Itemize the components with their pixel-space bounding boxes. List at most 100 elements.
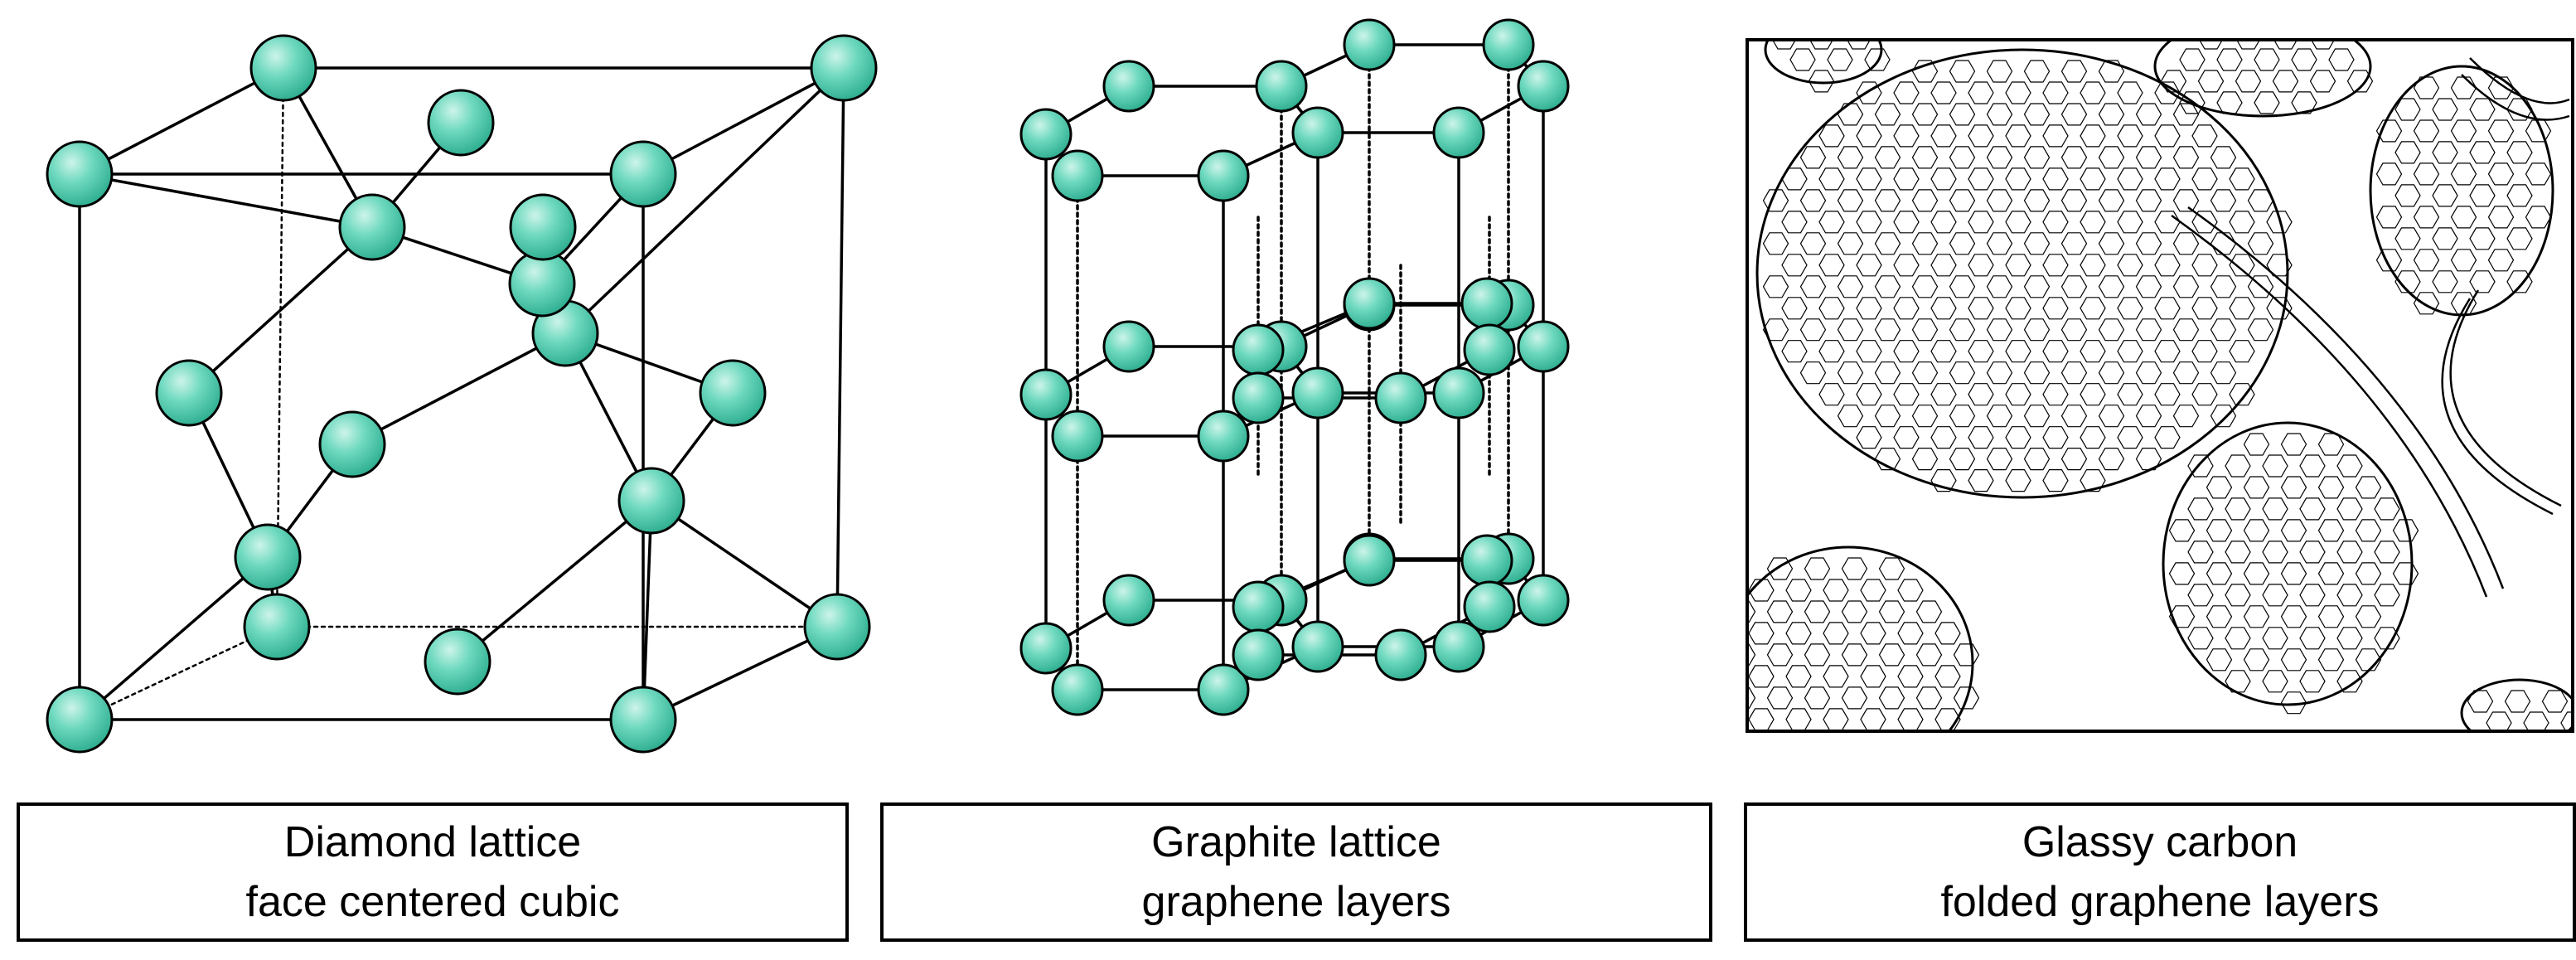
hexagon-cell [2206,476,2233,499]
hexagon-cell [1878,643,1905,667]
hexagon-cell [1856,340,1882,363]
carbon-atom [1197,663,1250,716]
carbon-atom [1051,410,1104,463]
hexagon-cell [2469,141,2496,164]
carbon-atom [1051,663,1104,716]
hexagon-cell [2450,76,2477,99]
hexagon-cell [1747,600,1756,623]
hexagon-cell [1818,340,1845,363]
hexagon-cell [2487,162,2515,186]
carbon-atom [1432,366,1485,419]
hexagon-cell [2229,383,2255,406]
hexagon-cell [2154,426,2181,449]
hexagon-cell [1837,275,1864,298]
hexagon-cell [2392,519,2419,542]
hexagon-cell [1949,103,1976,126]
hexagon-cell [2336,627,2363,650]
carbon-atom [1232,323,1285,376]
hexagon-cell [2187,584,2214,607]
carbon-atom [810,34,878,102]
hexagon-cell [2299,584,2326,607]
hexagon-cell [1837,189,1864,212]
hexagon-cell [2080,297,2106,320]
hexagon-cell [2154,383,2181,406]
hexagon-cell [2374,627,2400,650]
hexagon-cell [2375,162,2403,186]
hexagon-cell [2243,476,2270,499]
hexagon-cell [2229,297,2255,320]
hexagon-cell [2235,40,2261,50]
hexagon-cell [2432,98,2458,121]
hexagon-cell [1986,103,2013,126]
hexagon-cell [2280,519,2307,542]
hexagon-cell [2469,270,2496,293]
hexagon-cell [2374,497,2400,521]
hexagon-cell [1837,232,1864,255]
hexagon-cell [1874,405,1901,428]
hexagon-cell [1860,579,1886,602]
hexagon-cell [2168,605,2196,628]
hexagon-cell [2206,519,2233,542]
hexagon-cell [1766,557,1794,580]
hexagon-cell [2225,541,2251,564]
hexagon-cell [1799,361,1827,385]
hexagon-cell [1860,708,1886,731]
hexagon-cell [1915,643,1943,667]
hexagon-cell [2280,691,2307,715]
hexagon-cell [1911,189,1939,212]
hexagon-cell [1986,318,2013,342]
hexagon-cell [2229,167,2255,191]
hexagon-cell [1818,297,1845,320]
hexagon-cell [2060,146,2088,169]
hexagon-cell [2254,91,2280,114]
hexagon-cell [2467,690,2494,713]
hexagon-cell [1823,579,1849,602]
hexagon-cell [2098,60,2125,83]
hexagon-cell [1818,167,1845,191]
hexagon-cell [2080,468,2106,492]
diamond-caption-title: Diamond lattice [283,818,582,866]
folded-graphene-shells [1747,40,2573,731]
hexagon-cell [1766,600,1794,623]
hexagon-cell [1874,189,1901,212]
hexagon-cell [1747,643,1756,667]
hexagon-cell [2060,447,2088,471]
carbon-atom [617,467,685,535]
hexagon-cell [2262,541,2288,564]
hexagon-cell [2080,81,2106,104]
carbon-atom [1232,580,1285,633]
glassy-caption-title: Glassy carbon [2022,818,2298,866]
hexagon-cell [1856,254,1882,277]
hexagon-cell [2042,167,2069,191]
hexagon-cell [1766,643,1794,667]
hexagon-cell [2280,648,2307,672]
hexagon-cell [2309,70,2336,93]
hexagon-cell [1968,81,1994,104]
hexagon-cell [1930,254,1957,277]
hexagon-cell [1968,297,1994,320]
hexagon-cell [2272,70,2299,93]
hexagon-cell [1949,361,1976,385]
hexagon-cell [1874,275,1901,298]
hexagon-cell [2487,249,2515,272]
hexagon-cell [2486,711,2512,731]
hexagon-cell [2355,648,2382,672]
hexagon-cell [1968,340,1994,363]
hexagon-cell [1968,254,1994,277]
hexagon-cell [2023,146,2051,169]
hexagon-cell [2023,60,2051,83]
hexagon-cell [2080,340,2106,363]
hexagon-cell [1874,232,1901,255]
hexagon-cell [1864,48,1891,71]
hexagon-cell [2262,627,2288,650]
carbon-atom [1197,149,1250,202]
hexagon-cell [2247,275,2274,298]
hexagon-cell [1949,60,1976,83]
bond-line [351,332,567,446]
graphene-shell [2162,421,2419,715]
hexagon-cell [2005,426,2031,449]
hexagon-cell [2191,340,2218,363]
hexagon-cell [1837,146,1864,169]
hexagon-cell [2005,468,2031,492]
hexagon-cell [2450,119,2477,143]
